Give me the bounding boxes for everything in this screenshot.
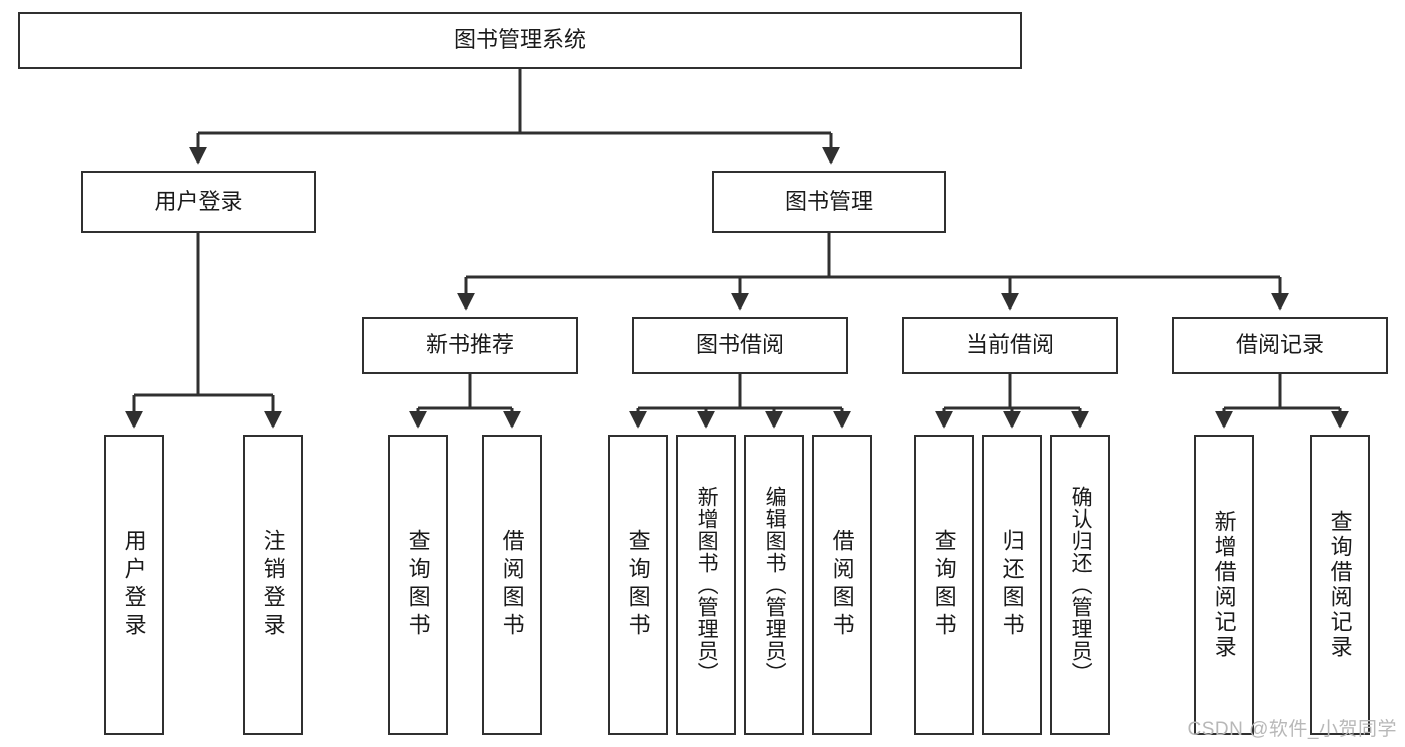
node-label: 查询借阅记录 <box>1327 510 1353 660</box>
node-label: 确认归还（管理员） <box>1069 486 1093 684</box>
node-label: 借阅图书 <box>499 529 525 641</box>
leaf-node[interactable]: 借阅图书 <box>812 435 872 735</box>
leaf-node[interactable]: 确认归还（管理员） <box>1050 435 1110 735</box>
node-root-system[interactable]: 图书管理系统 <box>18 12 1022 69</box>
node-new-book-recommend[interactable]: 新书推荐 <box>362 317 578 374</box>
node-label: 图书管理 <box>784 188 873 214</box>
node-label: 查询图书 <box>625 529 651 641</box>
leaf-node[interactable]: 借阅图书 <box>482 435 542 735</box>
leaf-node[interactable]: 用户登录 <box>104 435 164 735</box>
node-book-borrow[interactable]: 图书借阅 <box>632 317 848 374</box>
leaf-node[interactable]: 查询图书 <box>608 435 668 735</box>
leaf-node[interactable]: 查询图书 <box>914 435 974 735</box>
leaf-node[interactable]: 编辑图书（管理员） <box>744 435 804 735</box>
leaf-node[interactable]: 注销登录 <box>243 435 303 735</box>
node-label: 图书借阅 <box>695 332 784 358</box>
leaf-node[interactable]: 查询图书 <box>388 435 448 735</box>
leaf-node[interactable]: 归还图书 <box>982 435 1042 735</box>
node-borrow-record[interactable]: 借阅记录 <box>1172 317 1388 374</box>
node-label: 用户登录 <box>121 529 147 641</box>
node-user-login[interactable]: 用户登录 <box>81 171 316 233</box>
node-label: 注销登录 <box>260 529 286 641</box>
node-label: 用户登录 <box>154 188 243 214</box>
node-label: 图书管理系统 <box>453 27 586 53</box>
csdn-watermark: CSDN @软件_小贺同学 <box>1187 719 1397 740</box>
leaf-node[interactable]: 新增借阅记录 <box>1194 435 1254 735</box>
node-label: 新增图书（管理员） <box>695 486 719 684</box>
leaf-node[interactable]: 查询借阅记录 <box>1310 435 1370 735</box>
node-label: 查询图书 <box>405 529 431 641</box>
node-label: 借阅记录 <box>1235 332 1324 358</box>
node-label: 归还图书 <box>999 529 1025 641</box>
node-label: 当前借阅 <box>965 332 1054 358</box>
node-label: 新增借阅记录 <box>1211 510 1237 660</box>
leaf-node[interactable]: 新增图书（管理员） <box>676 435 736 735</box>
node-current-borrow[interactable]: 当前借阅 <box>902 317 1118 374</box>
node-label: 编辑图书（管理员） <box>763 486 787 684</box>
node-label: 查询图书 <box>931 529 957 641</box>
node-book-management[interactable]: 图书管理 <box>712 171 946 233</box>
node-label: 借阅图书 <box>829 529 855 641</box>
node-label: 新书推荐 <box>425 332 514 358</box>
